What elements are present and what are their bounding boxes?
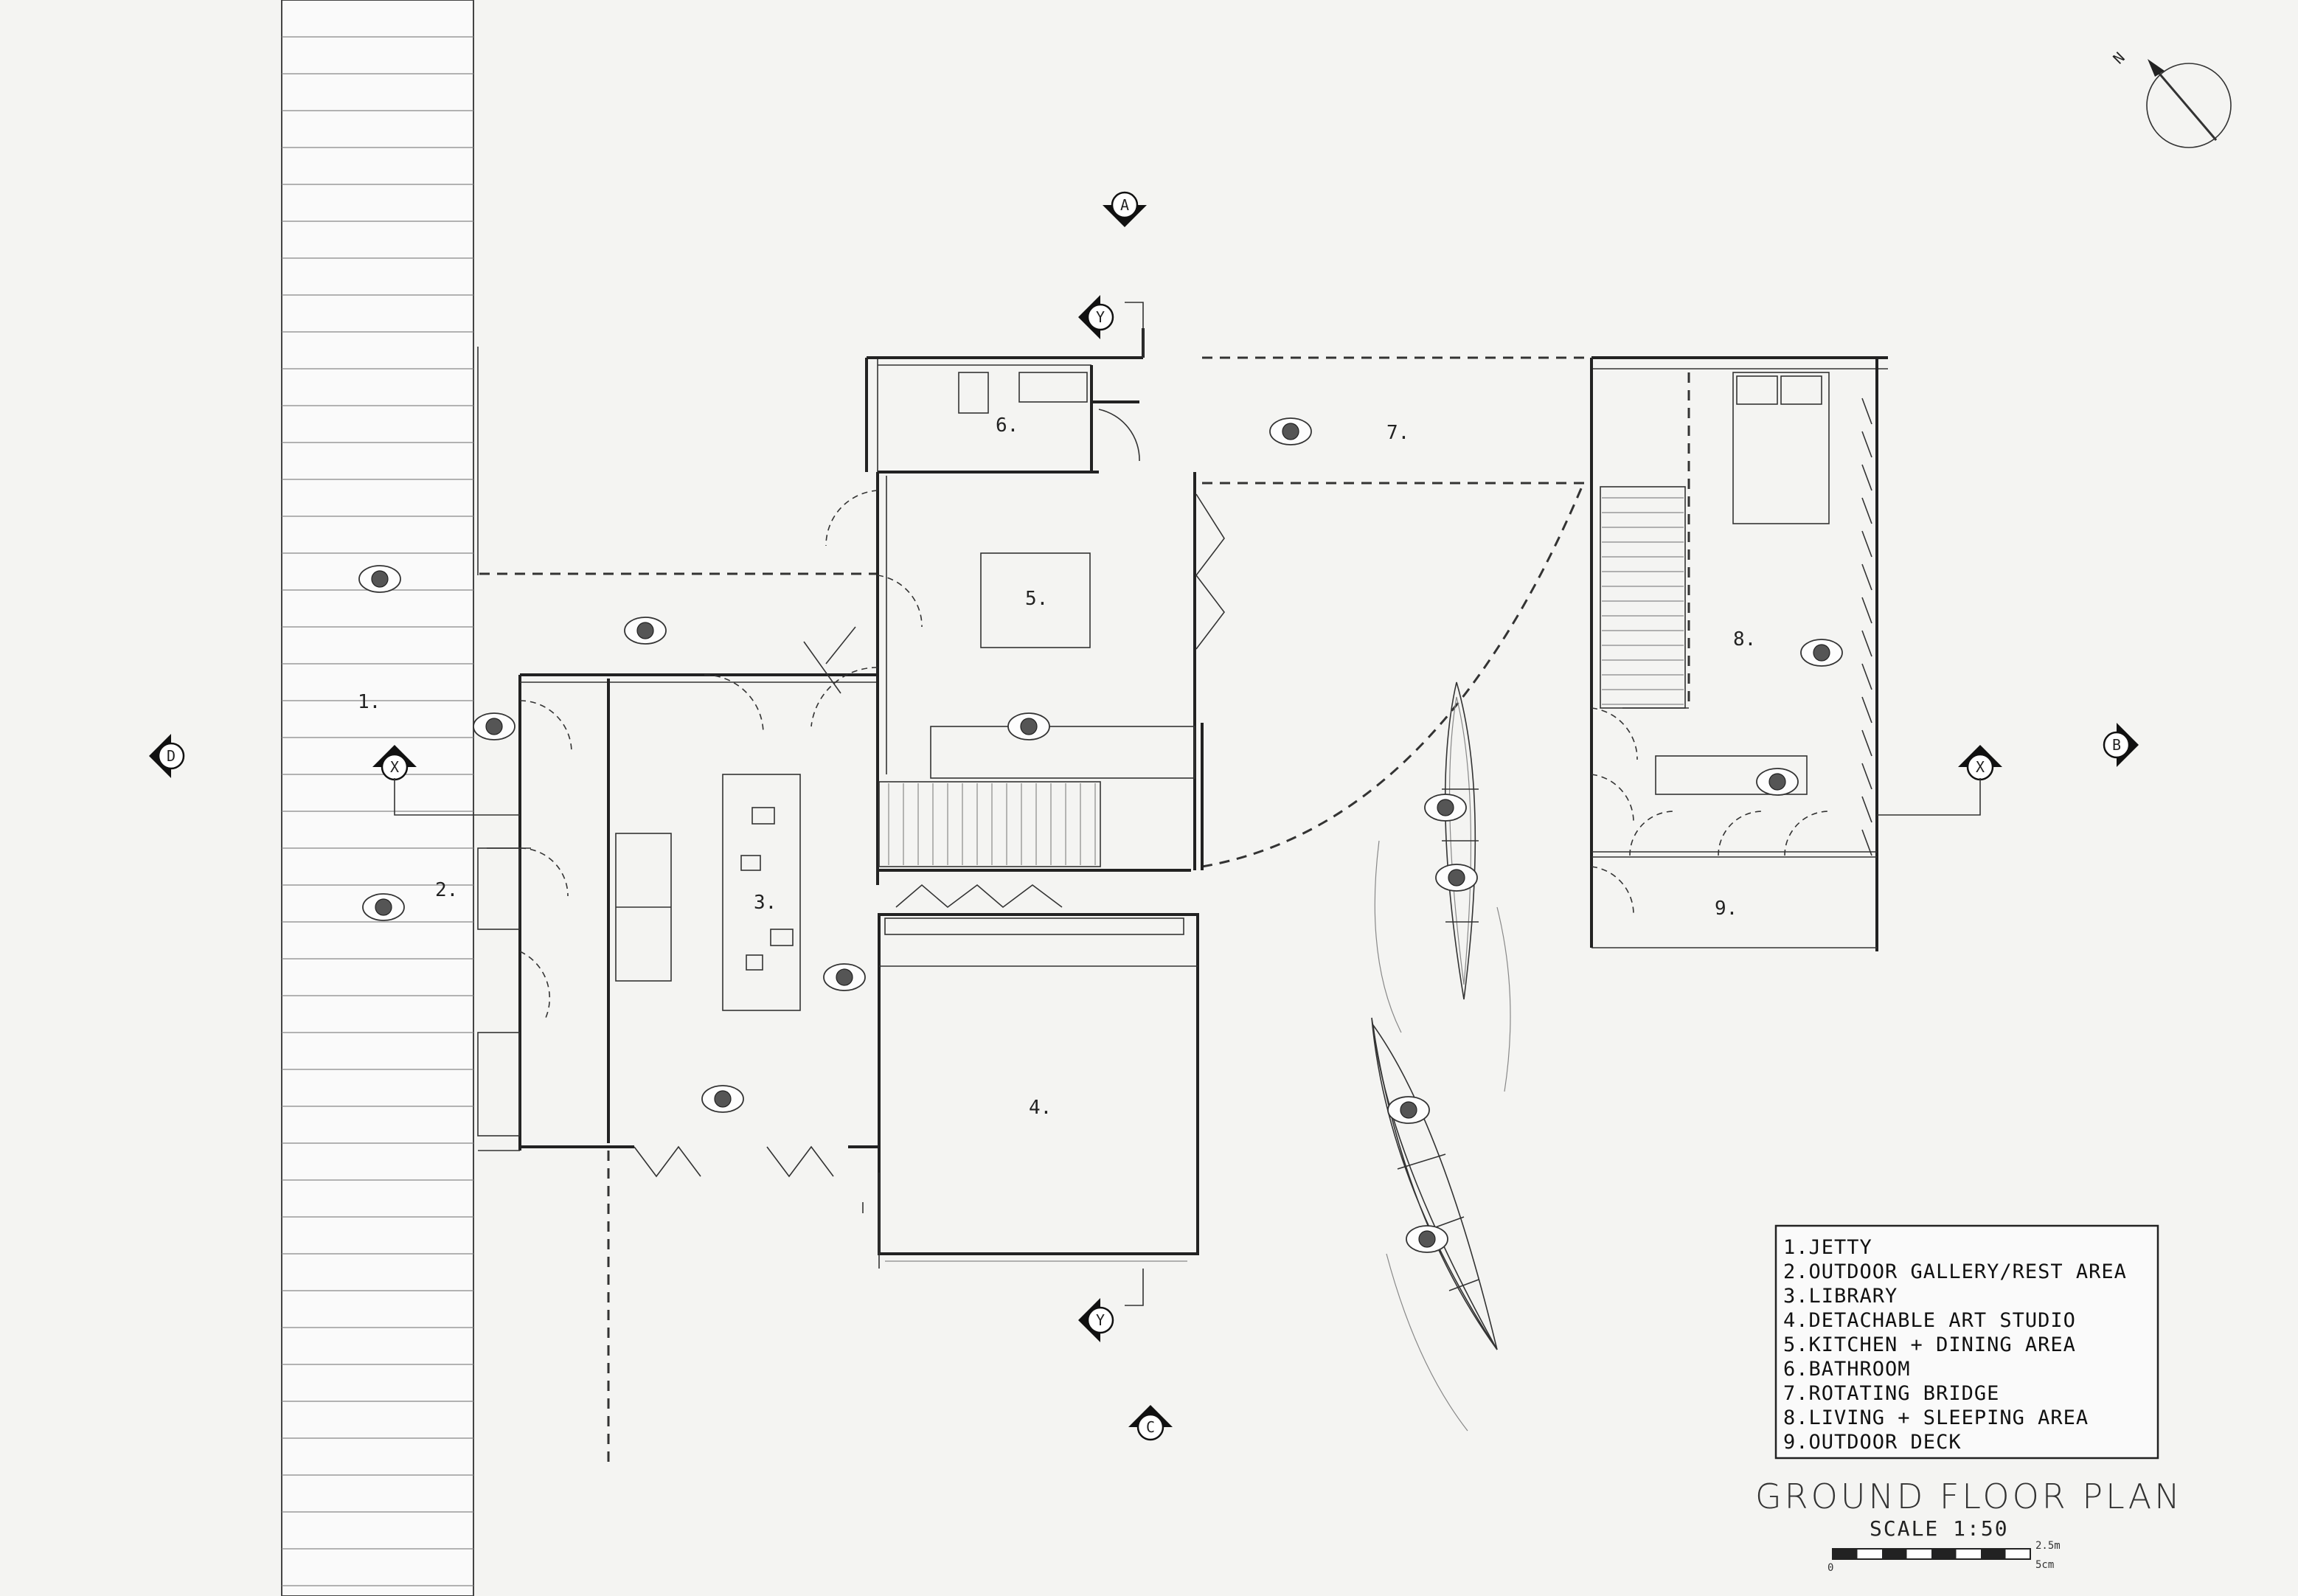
- outdoor-gallery: [477, 572, 878, 1151]
- section-marker-icon: C: [1128, 1405, 1173, 1441]
- section-marker-label: D: [167, 747, 176, 765]
- jetty: [281, 0, 479, 1596]
- section-marker-icon: B: [2103, 723, 2139, 767]
- person-icon: [1800, 639, 1843, 667]
- person-icon: [362, 893, 405, 921]
- section-marker-icon: Y: [1078, 295, 1114, 339]
- section-marker-icon: Y: [1078, 1298, 1114, 1342]
- section-marker-label: X: [390, 758, 399, 776]
- room-label-2: 2.: [435, 879, 458, 901]
- person-icon: [1435, 864, 1478, 892]
- detachable-art-studio: [862, 913, 1199, 1269]
- scale-bar-mark-bottom: 5cm: [2035, 1559, 2054, 1571]
- person-icon: [1424, 794, 1467, 822]
- section-marker-label: C: [1146, 1418, 1155, 1436]
- legend-item: 2.OUTDOOR GALLERY/REST AREA: [1783, 1260, 2127, 1283]
- person-icon: [1756, 768, 1799, 796]
- section-marker-icon: A: [1103, 191, 1147, 227]
- stairs: [878, 781, 1191, 909]
- north-label: N: [2109, 49, 2128, 67]
- room-label-3: 3.: [754, 892, 777, 914]
- room-label-4: 4.: [1029, 1097, 1052, 1119]
- person-icon: [701, 1085, 744, 1113]
- section-marker-label: A: [1120, 196, 1129, 214]
- person-icon: [358, 565, 401, 593]
- scale-bar-zero: 0: [1827, 1562, 1833, 1574]
- bathroom: [865, 328, 1145, 472]
- library: [519, 673, 878, 1468]
- room-label-9: 9.: [1715, 898, 1738, 920]
- drawing-scale: SCALE 1:50: [1870, 1516, 2009, 1541]
- scale-bar-icon: 0 2.5m 5cm: [1827, 1540, 2061, 1574]
- person-icon: [1007, 712, 1050, 740]
- north-arrow-icon: N: [2109, 49, 2232, 148]
- person-icon: [473, 712, 516, 740]
- rotating-bridge: [1195, 356, 1586, 870]
- legend-item: 6.BATHROOM: [1783, 1358, 1911, 1381]
- room-label-5: 5.: [1025, 588, 1048, 610]
- legend-item: 1.JETTY: [1783, 1236, 1872, 1259]
- section-marker-label: Y: [1096, 308, 1105, 326]
- section-marker-label: X: [1976, 758, 1985, 776]
- boat-icon: [1371, 1017, 1498, 1350]
- boat-icon: [1442, 681, 1479, 1000]
- scale-bar-mark-top: 2.5m: [2035, 1540, 2061, 1552]
- person-icon: [1387, 1096, 1430, 1124]
- room-label-8: 8.: [1733, 628, 1756, 650]
- person-icon: [624, 617, 667, 645]
- section-marker-icon: D: [149, 734, 185, 778]
- legend-item: 7.ROTATING BRIDGE: [1783, 1382, 1999, 1405]
- legend-item: 9.OUTDOOR DECK: [1783, 1431, 1962, 1454]
- section-marker-label: B: [2112, 736, 2121, 754]
- person-icon: [1269, 417, 1312, 445]
- person-icon: [1406, 1225, 1448, 1253]
- drawing-title: GROUND FLOOR PLAN: [1755, 1477, 2183, 1516]
- room-label-1: 1.: [358, 691, 381, 713]
- room-label-6: 6.: [996, 414, 1018, 437]
- room-label-7: 7.: [1386, 422, 1409, 444]
- outdoor-deck: [1591, 707, 1877, 915]
- legend-item: 8.LIVING + SLEEPING AREA: [1783, 1406, 2089, 1429]
- section-marker-label: Y: [1096, 1311, 1105, 1329]
- person-icon: [823, 963, 866, 991]
- section-marker-icon: X: [372, 745, 417, 781]
- legend-item: 5.KITCHEN + DINING AREA: [1783, 1333, 2076, 1356]
- legend-item: 3.LIBRARY: [1783, 1285, 1898, 1308]
- kitchen-dining: [803, 471, 1196, 885]
- living-sleeping: [1590, 356, 1888, 951]
- section-marker-icon: X: [1958, 745, 2002, 781]
- legend-item: 4.DETACHABLE ART STUDIO: [1783, 1309, 2076, 1332]
